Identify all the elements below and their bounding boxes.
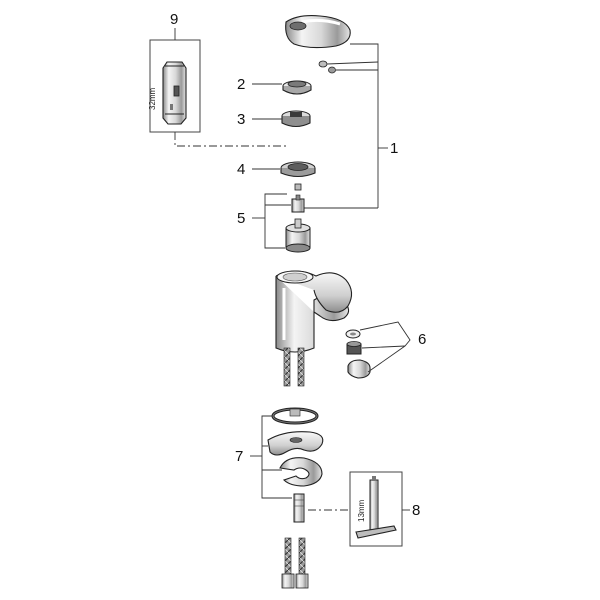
callout-6: 6: [418, 331, 426, 348]
wrench-dimension-label: 32mm: [148, 87, 157, 110]
part-7-clamp-plate: [267, 431, 324, 456]
key-dimension-label: 13mm: [357, 499, 366, 522]
part-4-washer: [280, 161, 316, 178]
part-3-nut: [281, 110, 311, 128]
part-5-adapter: [291, 194, 305, 213]
tool-key-13mm: 13mm 8: [349, 471, 420, 547]
callout-1-leader: [300, 43, 388, 209]
callout-5: 5: [237, 210, 245, 227]
threaded-rod: [293, 493, 305, 523]
callout-6-leader: [359, 321, 411, 373]
callout-5-leader: [252, 193, 291, 249]
callout-4: 4: [237, 161, 245, 178]
part-7-horseshoe-washer: [279, 457, 323, 487]
callout-3: 3: [237, 111, 245, 128]
callout-9: 9: [170, 11, 178, 28]
callout-7-leader: [250, 415, 292, 499]
spindle-bit: [294, 183, 302, 191]
part-6-aerator-housing: [347, 359, 371, 379]
part-2-cap-ring: [282, 80, 312, 95]
wrench-32mm-icon: [162, 61, 187, 125]
tool-wrench-32mm: 32mm 9: [148, 11, 201, 133]
part-7-gasket-ring: [271, 407, 319, 425]
faucet-body: [275, 270, 353, 353]
callout-2: 2: [237, 76, 245, 93]
part-1-screw: [318, 60, 336, 74]
flexible-hoses-lower: [281, 537, 309, 589]
callout-7: 7: [235, 448, 243, 465]
part-1-handle-lever: [285, 15, 351, 49]
part-6-aerator-insert: [346, 341, 362, 355]
part-5-cartridge: [285, 218, 311, 253]
flexible-hoses-upper: [283, 347, 305, 387]
callout-8: 8: [412, 502, 420, 519]
callout-1: 1: [390, 140, 398, 157]
key-13mm-icon: [355, 476, 397, 539]
tool-9-link-line: [174, 132, 288, 147]
part-6-aerator-washer: [345, 329, 361, 339]
